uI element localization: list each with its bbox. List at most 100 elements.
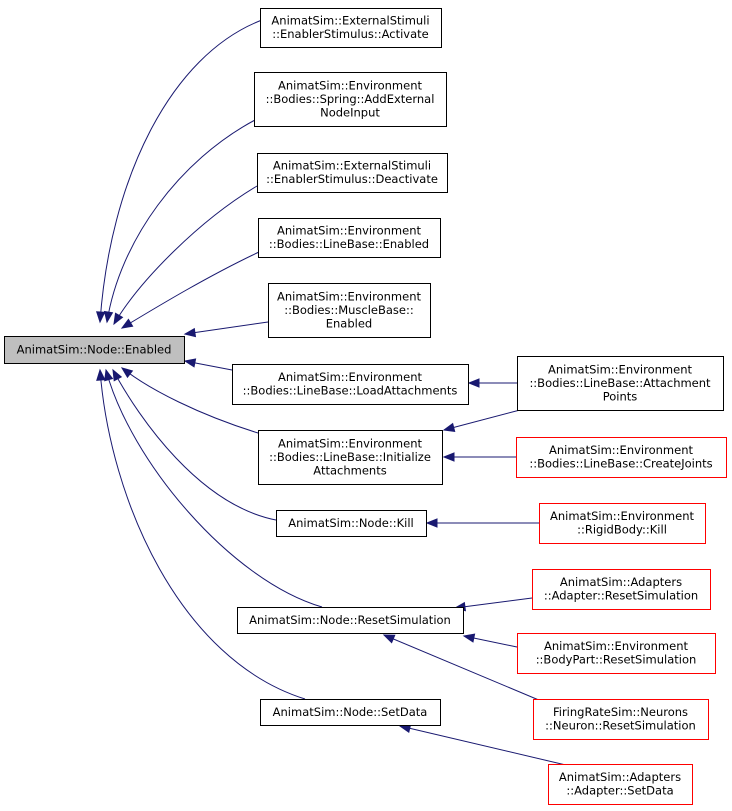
node-label-line: AnimatSim::ExternalStimuli xyxy=(271,14,429,28)
arrowhead-spring-addexternal-to-node-enabled xyxy=(103,310,114,324)
node-box xyxy=(539,503,706,544)
node-enabler-activate[interactable]: AnimatSim::ExternalStimuli::EnablerStimu… xyxy=(260,8,442,48)
arrowhead-bodypart-resetsimulation-to-node-resetsimulation xyxy=(462,633,476,643)
node-label-line: AnimatSim::Adapters xyxy=(559,770,681,784)
node-box xyxy=(276,510,427,537)
node-label-line: AnimatSim::Environment xyxy=(277,224,421,238)
arrowhead-linebase-attachmentpoints-to-linebase-initializeattachments xyxy=(442,422,456,432)
node-box xyxy=(268,283,431,338)
node-label-line: AnimatSim::Environment xyxy=(277,289,421,303)
node-label-line: ::Adapter::SetData xyxy=(566,784,673,798)
edge-linebase-attachmentpoints-to-linebase-initializeattachments xyxy=(443,409,521,431)
edge-linebase-initializeattachments-to-node-enabled xyxy=(121,367,259,434)
node-enabler-deactivate[interactable]: AnimatSim::ExternalStimuli::EnablerStimu… xyxy=(257,153,448,193)
node-label-line: ::EnablerStimulus::Deactivate xyxy=(266,172,438,186)
node-label-line: AnimatSim::Node::ResetSimulation xyxy=(249,613,451,627)
node-label-line: ::RigidBody::Kill xyxy=(577,523,667,537)
arrowhead-linebase-createjoints-to-linebase-initializeattachments xyxy=(442,452,455,462)
node-label-line: AnimatSim::ExternalStimuli xyxy=(273,159,431,173)
edge-node-kill-to-node-enabled xyxy=(112,369,277,521)
node-label-line: AnimatSim::Environment xyxy=(544,639,688,653)
node-box xyxy=(548,764,693,805)
node-label-line: AnimatSim::Environment xyxy=(278,436,422,450)
node-linebase-attachmentpoints[interactable]: AnimatSim::Environment::Bodies::LineBase… xyxy=(517,356,724,411)
node-box xyxy=(257,153,448,193)
node-adapter-resetsimulation[interactable]: AnimatSim::Adapters::Adapter::ResetSimul… xyxy=(532,569,711,610)
node-label-line: AnimatSim::Environment xyxy=(278,78,422,92)
node-spring-addexternal[interactable]: AnimatSim::Environment::Bodies::Spring::… xyxy=(254,72,447,127)
node-label-line: ::Adapter::ResetSimulation xyxy=(544,589,698,603)
node-box xyxy=(260,699,441,726)
node-box xyxy=(232,364,469,405)
node-label-line: AnimatSim::Environment xyxy=(549,443,693,457)
node-box xyxy=(517,633,716,674)
arrowhead-rigidbody-kill-to-node-kill xyxy=(425,518,438,528)
arrowhead-enabler-activate-to-node-enabled xyxy=(96,311,106,324)
edges-layer xyxy=(96,19,571,767)
arrowhead-enabler-deactivate-to-node-enabled xyxy=(113,312,124,326)
edge-enabler-deactivate-to-node-enabled xyxy=(113,185,258,325)
edge-adapter-resetsimulation-to-node-resetsimulation xyxy=(454,597,533,609)
edge-linebase-enabled-to-node-enabled xyxy=(121,251,260,329)
node-box xyxy=(258,218,441,258)
edge-spring-addexternal-to-node-enabled xyxy=(106,119,256,323)
edge-musclebase-enabled-to-node-enabled xyxy=(184,321,269,335)
node-label-line: ::EnablerStimulus::Activate xyxy=(272,27,429,41)
node-label-line: AnimatSim::Adapters xyxy=(560,575,682,589)
node-label-line: NodeInput xyxy=(320,105,380,119)
node-label-line: ::Bodies::MuscleBase:: xyxy=(284,303,414,317)
node-box xyxy=(516,437,727,478)
node-bodypart-resetsimulation[interactable]: AnimatSim::Environment::BodyPart::ResetS… xyxy=(517,633,716,674)
node-label-line: AnimatSim::Node::Kill xyxy=(288,516,413,530)
node-label-line: ::Neuron::ResetSimulation xyxy=(545,719,696,733)
node-label-line: ::BodyPart::ResetSimulation xyxy=(536,653,697,667)
node-linebase-loadattachments[interactable]: AnimatSim::Environment::Bodies::LineBase… xyxy=(232,364,469,405)
node-label-line: FiringRateSim::Neurons xyxy=(553,705,688,719)
node-node-enabled[interactable]: AnimatSim::Node::Enabled xyxy=(4,336,185,364)
edge-adapter-setdata-to-node-setdata xyxy=(399,725,571,767)
node-neuron-resetsimulation[interactable]: FiringRateSim::Neurons::Neuron::ResetSim… xyxy=(533,699,709,740)
node-box xyxy=(517,356,724,411)
node-label-line: ::Bodies::Spring::AddExternal xyxy=(266,92,435,106)
node-box xyxy=(260,8,442,48)
arrowhead-linebase-loadattachments-to-node-enabled xyxy=(183,358,197,368)
node-label-line: Enabled xyxy=(326,316,372,330)
edge-node-setdata-to-node-enabled xyxy=(99,369,306,700)
node-label-line: ::Bodies::LineBase::Enabled xyxy=(269,237,429,251)
node-node-setdata[interactable]: AnimatSim::Node::SetData xyxy=(260,699,441,726)
node-node-kill[interactable]: AnimatSim::Node::Kill xyxy=(276,510,427,537)
node-linebase-createjoints[interactable]: AnimatSim::Environment::Bodies::LineBase… xyxy=(516,437,727,478)
arrowhead-neuron-resetsimulation-to-node-resetsimulation xyxy=(382,634,396,644)
node-label-line: ::Bodies::LineBase::CreateJoints xyxy=(529,457,712,471)
node-adapter-setdata[interactable]: AnimatSim::Adapters::Adapter::SetData xyxy=(548,764,693,805)
node-rigidbody-kill[interactable]: AnimatSim::Environment::RigidBody::Kill xyxy=(539,503,706,544)
node-box xyxy=(532,569,711,610)
node-label-line: ::Bodies::LineBase::Initialize xyxy=(269,450,431,464)
node-node-resetsimulation[interactable]: AnimatSim::Node::ResetSimulation xyxy=(237,607,464,634)
node-box xyxy=(4,336,185,364)
arrowhead-linebase-attachmentpoints-to-linebase-loadattachments xyxy=(467,378,480,388)
node-label-line: ::Bodies::LineBase::LoadAttachments xyxy=(243,384,458,398)
node-label-line: ::Bodies::LineBase::Attachment xyxy=(529,376,711,390)
node-linebase-initializeattachments[interactable]: AnimatSim::Environment::Bodies::LineBase… xyxy=(258,430,443,485)
edge-neuron-resetsimulation-to-node-resetsimulation xyxy=(383,634,554,707)
edge-node-resetsimulation-to-node-enabled xyxy=(105,369,323,608)
node-label-line: AnimatSim::Node::Enabled xyxy=(17,342,172,356)
arrowhead-node-setdata-to-node-enabled xyxy=(96,368,106,381)
node-label-line: AnimatSim::Environment xyxy=(550,509,694,523)
node-label-line: AnimatSim::Node::SetData xyxy=(273,705,428,719)
nodes-layer: AnimatSim::Node::Enabled AnimatSim::Exter… xyxy=(4,8,727,805)
node-label-line: Points xyxy=(603,389,638,403)
arrowhead-musclebase-enabled-to-node-enabled xyxy=(183,327,197,338)
node-box xyxy=(237,607,464,634)
edge-enabler-activate-to-node-enabled xyxy=(99,19,263,323)
node-linebase-enabled[interactable]: AnimatSim::Environment::Bodies::LineBase… xyxy=(258,218,441,258)
node-label-line: AnimatSim::Environment xyxy=(548,362,692,376)
node-musclebase-enabled[interactable]: AnimatSim::Environment::Bodies::MuscleBa… xyxy=(268,283,431,338)
arrowhead-linebase-enabled-to-node-enabled xyxy=(120,318,134,329)
node-box xyxy=(254,72,447,127)
arrowhead-node-kill-to-node-enabled xyxy=(112,368,123,382)
node-label-line: AnimatSim::Environment xyxy=(278,370,422,384)
node-box xyxy=(258,430,443,485)
